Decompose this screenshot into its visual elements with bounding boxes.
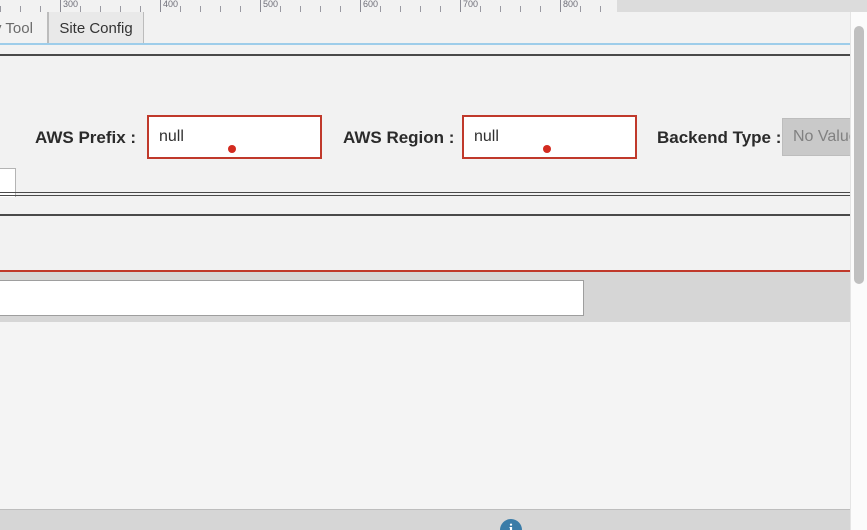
- divider-1: [0, 192, 867, 193]
- vertical-scrollbar-thumb[interactable]: [854, 26, 864, 284]
- ruler-tick: [280, 6, 281, 12]
- ruler-major-tick: [260, 0, 261, 12]
- ruler-major-tick: [160, 0, 161, 12]
- ruler-tick: [120, 6, 121, 12]
- ruler-tick: [20, 6, 21, 12]
- info-icon-glyph: i: [508, 521, 514, 530]
- ruler-major-tick: [560, 0, 561, 12]
- tab-query-tool[interactable]: y Tool: [0, 12, 48, 45]
- aws-prefix-error-dot: [228, 145, 236, 153]
- status-bar: [0, 509, 867, 530]
- search-input[interactable]: [0, 280, 584, 316]
- aws-region-error-dot: [543, 145, 551, 153]
- ruler-tick-label: 700: [463, 0, 479, 9]
- ruler-major-tick: [60, 0, 61, 12]
- divider-below-tabs: [0, 54, 867, 56]
- tab-site-config-label: Site Config: [59, 20, 133, 37]
- ruler-tick: [340, 6, 341, 12]
- aws-region-input[interactable]: null: [462, 115, 637, 159]
- ruler-tick-label: 300: [63, 0, 79, 9]
- ruler-tick: [380, 6, 381, 12]
- ruler-tick: [580, 6, 581, 12]
- ruler-tick: [200, 6, 201, 12]
- info-icon[interactable]: i: [500, 519, 522, 530]
- ruler-tick-label: 400: [163, 0, 179, 9]
- ruler-tick: [80, 6, 81, 12]
- aws-prefix-value: null: [159, 128, 184, 145]
- mid-band-2: [0, 216, 867, 270]
- ruler-tick: [220, 6, 221, 12]
- ruler-tick: [40, 6, 41, 12]
- ruler-tick: [240, 6, 241, 12]
- ruler-major-tick: [360, 0, 361, 12]
- ruler-tick: [480, 6, 481, 12]
- backend-type-value: No Value: [793, 128, 858, 145]
- divider-red: [0, 270, 867, 272]
- aws-prefix-input[interactable]: null: [147, 115, 322, 159]
- ruler-tick: [400, 6, 401, 12]
- divider-2: [0, 195, 867, 196]
- ruler-tick: [180, 6, 181, 12]
- ruler-inactive-region: [617, 0, 867, 12]
- tab-query-tool-label: y Tool: [0, 20, 33, 37]
- aws-prefix-label: AWS Prefix :: [35, 128, 137, 147]
- tab-bar: y Tool Site Config: [0, 12, 867, 45]
- content-area-blank: [0, 322, 867, 509]
- ruler-major-tick: [460, 0, 461, 12]
- divider-3: [0, 214, 867, 216]
- ruler-tick-label: 800: [563, 0, 579, 9]
- ruler-tick: [420, 6, 421, 12]
- ruler-tick-label: 600: [363, 0, 379, 9]
- aws-region-value: null: [474, 128, 499, 145]
- vertical-scrollbar-track[interactable]: [850, 12, 867, 530]
- mid-band-1: [0, 197, 867, 214]
- ruler-tick: [520, 6, 521, 12]
- aws-region-label: AWS Region :: [343, 128, 455, 147]
- ruler-tick: [440, 6, 441, 12]
- tab-active-underline: [0, 43, 867, 45]
- ruler-tick: [600, 6, 601, 12]
- backend-type-label: Backend Type :: [657, 128, 782, 147]
- ruler-tick: [500, 6, 501, 12]
- ruler-active-region: [0, 0, 617, 12]
- ruler-tick: [140, 6, 141, 12]
- config-form-row: AWS Prefix : null AWS Region : null Back…: [0, 56, 867, 214]
- ruler-tick: [300, 6, 301, 12]
- ruler-tick: [540, 6, 541, 12]
- ruler-tick: [0, 6, 1, 12]
- ruler-tick: [100, 6, 101, 12]
- ruler-tick-label: 500: [263, 0, 279, 9]
- tab-site-config[interactable]: Site Config: [48, 12, 144, 45]
- horizontal-ruler: 300 400 500 600 700 800: [0, 0, 867, 13]
- ruler-tick: [320, 6, 321, 12]
